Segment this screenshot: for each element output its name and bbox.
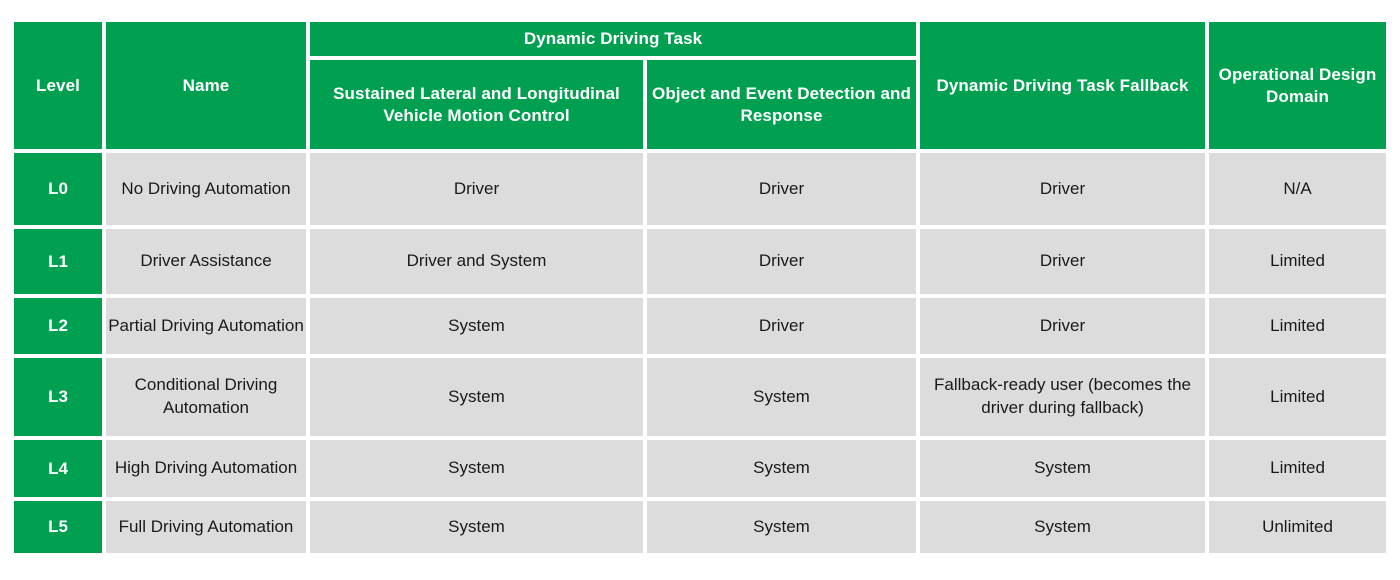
oedr-value: Driver <box>645 151 919 227</box>
level-badge: L0 <box>12 151 104 227</box>
oedr-value: Driver <box>645 296 919 356</box>
level-name: No Driving Automation <box>104 151 308 227</box>
table-row: L5 Full Driving Automation System System… <box>12 499 1389 555</box>
driving-automation-levels-table: Level Name Dynamic Driving Task Dynamic … <box>12 20 1389 555</box>
column-header-ddt-fallback: Dynamic Driving Task Fallback <box>918 20 1208 151</box>
motion-control-value: Driver and System <box>308 227 645 296</box>
odd-value: Limited <box>1207 227 1389 296</box>
table-row: L0 No Driving Automation Driver Driver D… <box>12 151 1389 227</box>
fallback-value: Driver <box>918 151 1208 227</box>
motion-control-value: System <box>308 296 645 356</box>
motion-control-value: Driver <box>308 151 645 227</box>
level-name: Partial Driving Automation <box>104 296 308 356</box>
header-row-group: Level Name Dynamic Driving Task Dynamic … <box>12 20 1389 151</box>
column-header-sustained-motion-control: Sustained Lateral and Longitudinal Vehic… <box>308 58 645 151</box>
table-body: L0 No Driving Automation Driver Driver D… <box>12 151 1389 555</box>
fallback-value: Driver <box>918 296 1208 356</box>
fallback-value: Fallback-ready user (becomes the driver … <box>918 356 1208 438</box>
odd-value: Unlimited <box>1207 499 1389 555</box>
odd-value: Limited <box>1207 438 1389 499</box>
level-name: High Driving Automation <box>104 438 308 499</box>
fallback-value: System <box>918 499 1208 555</box>
column-header-name: Name <box>104 20 308 151</box>
column-header-object-event-detection: Object and Event Detection and Response <box>645 58 919 151</box>
oedr-value: System <box>645 438 919 499</box>
column-header-operational-design-domain: Operational Design Domain <box>1207 20 1389 151</box>
oedr-value: Driver <box>645 227 919 296</box>
level-badge: L1 <box>12 227 104 296</box>
table-header: Level Name Dynamic Driving Task Dynamic … <box>12 20 1389 151</box>
level-badge: L5 <box>12 499 104 555</box>
oedr-value: System <box>645 499 919 555</box>
header-row-subgroup: Sustained Lateral and Longitudinal Vehic… <box>12 58 1388 151</box>
level-name: Conditional Driving Automation <box>104 356 308 438</box>
motion-control-value: System <box>308 356 645 438</box>
motion-control-value: System <box>308 438 645 499</box>
table-row: L1 Driver Assistance Driver and System D… <box>12 227 1389 296</box>
odd-value: Limited <box>1207 296 1389 356</box>
level-name: Full Driving Automation <box>104 499 308 555</box>
fallback-value: System <box>918 438 1208 499</box>
level-name: Driver Assistance <box>104 227 308 296</box>
oedr-value: System <box>645 356 919 438</box>
table-row: L2 Partial Driving Automation System Dri… <box>12 296 1389 356</box>
level-badge: L4 <box>12 438 104 499</box>
motion-control-value: System <box>308 499 645 555</box>
fallback-value: Driver <box>918 227 1208 296</box>
table-row: L3 Conditional Driving Automation System… <box>12 356 1389 438</box>
column-header-level: Level <box>12 20 104 151</box>
column-header-dynamic-driving-task: Dynamic Driving Task <box>308 20 919 58</box>
odd-value: N/A <box>1207 151 1389 227</box>
table-row: L4 High Driving Automation System System… <box>12 438 1389 499</box>
odd-value: Limited <box>1207 356 1389 438</box>
level-badge: L3 <box>12 356 104 438</box>
level-badge: L2 <box>12 296 104 356</box>
